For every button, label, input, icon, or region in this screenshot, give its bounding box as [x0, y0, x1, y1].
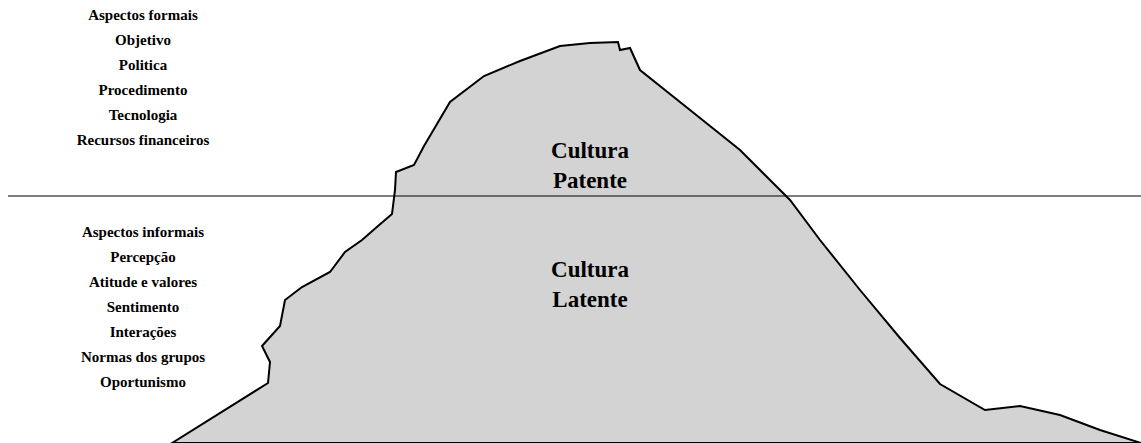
aspect-label: Atitude e valores [89, 273, 197, 291]
region-title: Cultura Latente [535, 255, 645, 315]
waterline [8, 195, 1141, 196]
aspect-label: Normas dos grupos [81, 348, 205, 366]
aspect-label: Oportunismo [100, 373, 186, 391]
culture-region: Cultura Patente [535, 136, 645, 196]
region-title: Cultura Patente [535, 136, 645, 196]
aspect-label: Aspectos formais [88, 6, 198, 24]
iceberg-shape [172, 42, 1141, 443]
aspect-label: Objetivo [115, 31, 171, 49]
aspect-label: Interações [110, 323, 177, 341]
aspect-label: Tecnologia [109, 106, 178, 124]
aspect-label: Percepção [110, 248, 176, 266]
culture-region: Cultura Latente [535, 255, 645, 315]
aspect-label: Procedimento [99, 81, 188, 99]
aspect-label: Sentimento [107, 298, 180, 316]
aspect-label: Politica [119, 56, 167, 74]
aspect-label: Recursos financeiros [77, 131, 210, 149]
aspect-label: Aspectos informais [82, 223, 204, 241]
